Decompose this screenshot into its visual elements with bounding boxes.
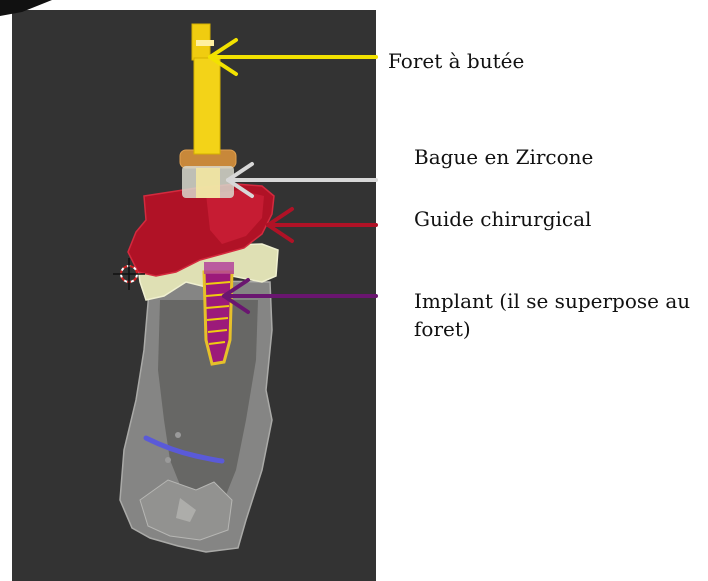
label-stop-drill: Foret à butée <box>388 47 524 75</box>
zirconia-ring <box>180 150 236 198</box>
nerve-point <box>165 457 171 463</box>
label-implant: Implant (il se superpose au foret) <box>414 287 704 343</box>
label-surgical-guide: Guide chirurgical <box>414 205 591 233</box>
label-zirconia-ring: Bague en Zircone <box>414 143 593 171</box>
nerve-point <box>175 432 181 438</box>
